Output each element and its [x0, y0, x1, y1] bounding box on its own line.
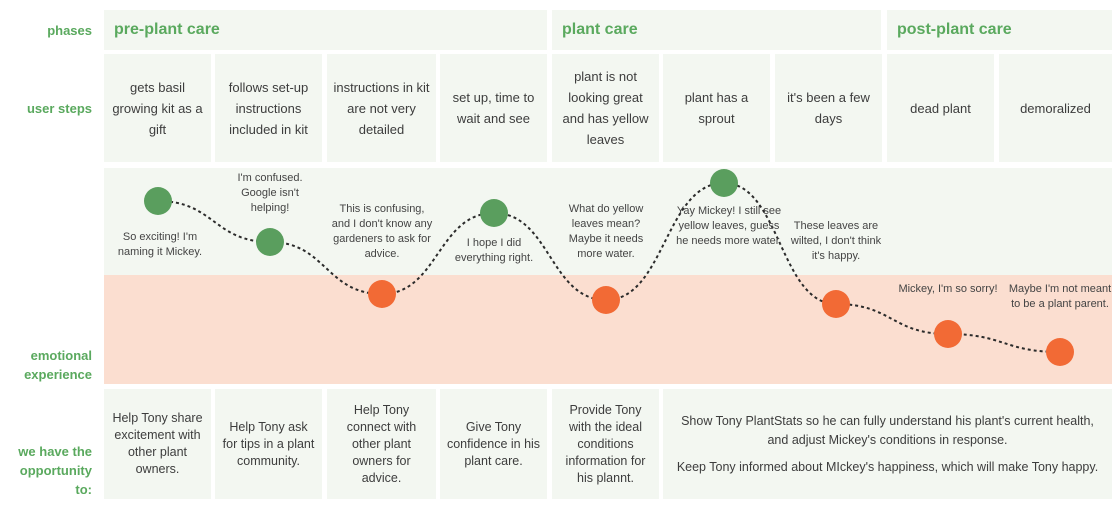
emotion-dot-positive	[480, 199, 508, 227]
opportunity-cell: Provide Tony with the ideal conditions i…	[552, 389, 659, 499]
emotion-note: I'm confused. Google isn't helping!	[237, 172, 303, 214]
emotion-dot-negative	[368, 280, 396, 308]
row-label-opportunity-line-1: we have the	[18, 444, 92, 459]
step-cell: dead plant	[887, 54, 994, 162]
row-label-opportunity: we have the opportunity to:	[0, 389, 100, 499]
step-cell: set up, time to wait and see	[440, 54, 547, 162]
step-cell: it's been a few days	[775, 54, 882, 162]
opportunity-wide-paragraph-2: Keep Tony informed about MIckey's happin…	[676, 459, 1099, 474]
step-cell: instructions in kit are not very detaile…	[327, 54, 436, 162]
phase-post-plant-care: post-plant care	[887, 10, 1112, 50]
emotion-note: Mickey, I'm so sorry!	[898, 283, 998, 295]
step-cell: demoralized	[999, 54, 1112, 162]
row-label-phases: phases	[47, 22, 92, 38]
step-cell: plant is not looking great and has yello…	[552, 54, 659, 162]
opportunity-cell: Help Tony share excitement with other pl…	[104, 389, 211, 499]
phase-pre-plant-care: pre-plant care	[104, 10, 547, 50]
emotion-dot-negative	[592, 286, 620, 314]
opportunity-cell: Help Tony connect with other plant owner…	[327, 389, 436, 499]
emotion-dot-positive	[710, 169, 738, 197]
step-cell: follows set-up instructions included in …	[215, 54, 322, 162]
opportunity-wide-paragraph-1: Show Tony PlantStats so he can fully und…	[681, 413, 1094, 447]
row-label-emotional-experience: emotional experience	[0, 168, 100, 384]
opportunity-cell: Give Tony confidence in his plant care.	[440, 389, 547, 499]
phase-plant-care: plant care	[552, 10, 881, 50]
emotion-dot-positive	[256, 228, 284, 256]
emotion-note: I hope I did everything right.	[454, 237, 534, 264]
emotion-note: Maybe I'm not meant to be a plant parent…	[1008, 283, 1112, 310]
row-label-emotional-line-1: emotional	[30, 348, 92, 363]
emotion-note: What do yellow leaves mean? Maybe it nee…	[568, 203, 644, 260]
positive-zone	[104, 168, 1112, 275]
opportunity-wide-cell: Show Tony PlantStats so he can fully und…	[663, 389, 1112, 499]
row-label-opportunity-line-3: to:	[75, 482, 92, 497]
row-label-emotional-line-2: experience	[24, 367, 92, 382]
emotion-dot-negative	[1046, 338, 1074, 366]
emotion-note: These leaves are wilted, I don't think i…	[790, 220, 882, 262]
row-label-user-steps: user steps	[26, 100, 92, 116]
step-cell: plant has a sprout	[663, 54, 770, 162]
emotion-note: So exciting! I'm naming it Mickey.	[117, 231, 203, 258]
emotion-note: Yay Mickey! I still see yellow leaves, g…	[676, 205, 782, 247]
emotion-dot-negative	[934, 320, 962, 348]
emotion-note: This is confusing, and I don't know any …	[331, 203, 433, 260]
step-cell: gets basil growing kit as a gift	[104, 54, 211, 162]
row-label-opportunity-line-2: opportunity	[19, 463, 92, 478]
emotion-dot-negative	[822, 290, 850, 318]
emotion-dot-positive	[144, 187, 172, 215]
opportunity-cell: Help Tony ask for tips in a plant commun…	[215, 389, 322, 499]
